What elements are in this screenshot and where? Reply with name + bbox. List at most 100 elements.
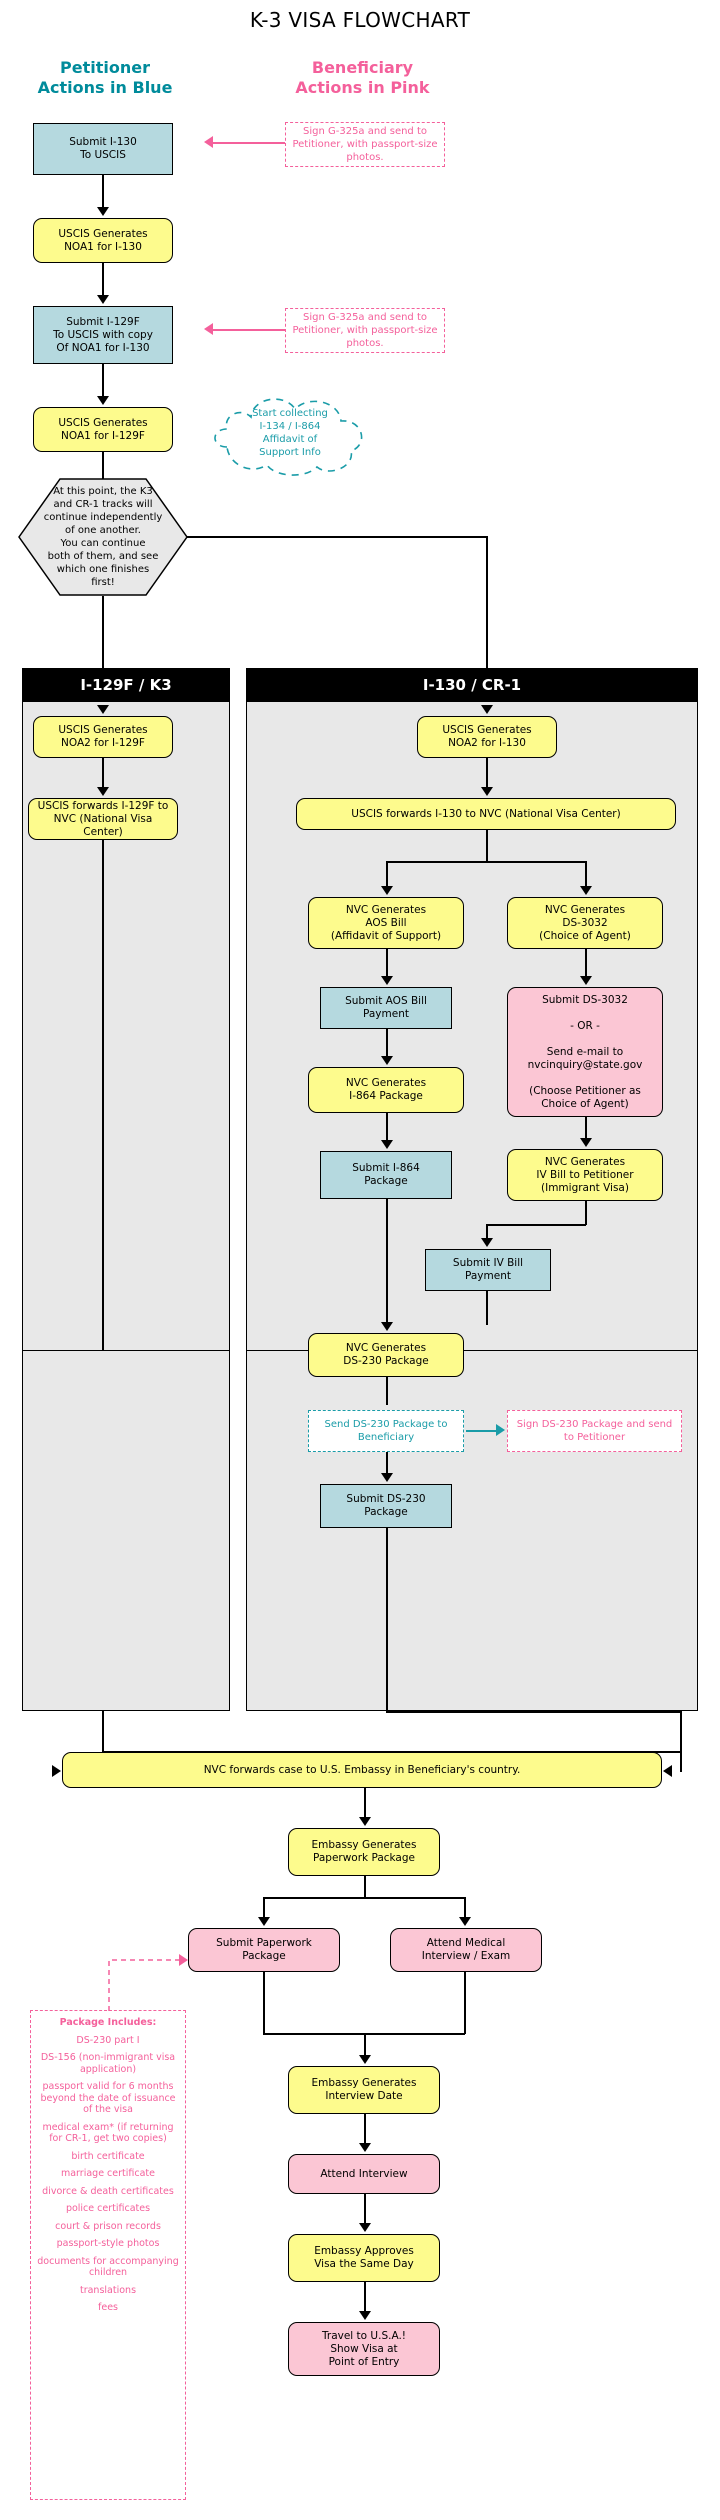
connector bbox=[386, 1528, 388, 1711]
package-item: passport-style photos bbox=[56, 2238, 160, 2249]
node-submit-aos-bill[interactable]: Submit AOS Bill Payment bbox=[320, 987, 452, 1029]
node-submit-i864-package[interactable]: Submit I-864 Package bbox=[320, 1151, 452, 1199]
arrow-down-icon bbox=[381, 1056, 393, 1065]
hexagon-tracks-note: At this point, the K3 and CR-1 tracks wi… bbox=[18, 478, 188, 596]
arrow-down-icon bbox=[381, 1322, 393, 1331]
connector bbox=[187, 536, 487, 538]
arrow-down-icon bbox=[481, 705, 493, 714]
package-item: fees bbox=[98, 2302, 118, 2313]
node-noa2-i129f[interactable]: USCIS Generates NOA2 for I-129F bbox=[33, 716, 173, 758]
arrow-right-icon bbox=[179, 1954, 188, 1966]
node-forward-i130-nvc[interactable]: USCIS forwards I-130 to NVC (National Vi… bbox=[296, 798, 676, 830]
arrow-down-icon bbox=[580, 1138, 592, 1147]
node-noa2-i130[interactable]: USCIS Generates NOA2 for I-130 bbox=[417, 716, 557, 758]
connector bbox=[263, 1897, 465, 1899]
legend-beneficiary: Beneficiary Actions in Pink bbox=[295, 58, 430, 97]
arrow-down-icon bbox=[97, 295, 109, 304]
arrow-down-icon bbox=[97, 207, 109, 216]
package-includes-panel: Package Includes: DS-230 part I DS-156 (n… bbox=[30, 2010, 186, 2500]
arrow-right-icon bbox=[52, 1765, 61, 1777]
connector bbox=[386, 1113, 388, 1143]
hexagon-shape-icon bbox=[18, 478, 188, 596]
arrow-down-icon bbox=[359, 2223, 371, 2232]
node-forward-i129f-nvc[interactable]: USCIS forwards I-129F to NVC (National V… bbox=[28, 798, 178, 840]
node-nvc-aos-bill[interactable]: NVC Generates AOS Bill (Affidavit of Sup… bbox=[308, 897, 464, 949]
node-travel-to-usa[interactable]: Travel to U.S.A.! Show Visa at Point of … bbox=[288, 2322, 440, 2376]
node-submit-ds3032[interactable]: Submit DS-3032 - OR - Send e-mail to nvc… bbox=[507, 987, 663, 1117]
package-item: translations bbox=[79, 2284, 137, 2296]
note-sign-g325a-1: Sign G-325a and send to Petitioner, with… bbox=[285, 122, 445, 167]
node-submit-paperwork-package[interactable]: Submit Paperwork Package bbox=[188, 1928, 340, 1972]
node-nvc-i864-package[interactable]: NVC Generates I-864 Package bbox=[308, 1067, 464, 1113]
connector bbox=[486, 1291, 488, 1325]
connector bbox=[364, 2282, 366, 2314]
connector bbox=[386, 1377, 388, 1405]
package-includes-list: DS-230 part I DS-156 (non-immigrant visa … bbox=[35, 2035, 181, 2314]
node-nvc-ds3032[interactable]: NVC Generates DS-3032 (Choice of Agent) bbox=[507, 897, 663, 949]
arrow-down-icon bbox=[381, 886, 393, 895]
connector bbox=[102, 1711, 104, 1751]
connector bbox=[102, 840, 104, 1351]
package-item: DS-156 (non-immigrant visa application) bbox=[40, 2052, 176, 2075]
arrow-down-icon bbox=[381, 1140, 393, 1149]
package-item: police certificates bbox=[65, 2203, 151, 2214]
cloud-start-collecting: Start collecting I-134 / I-864 Affidavit… bbox=[205, 385, 375, 480]
package-item: medical exam* (if returning for CR-1, ge… bbox=[42, 2121, 174, 2145]
hexagon-label: At this point, the K3 and CR-1 tracks wi… bbox=[43, 486, 163, 588]
package-item: court & prison records bbox=[55, 2220, 161, 2232]
node-embassy-paperwork-package[interactable]: Embassy Generates Paperwork Package bbox=[288, 1828, 440, 1876]
connector bbox=[364, 1876, 366, 1898]
connector bbox=[263, 1972, 265, 2034]
lane-header-i129f-k3: I-129F / K3 bbox=[22, 668, 230, 701]
arrow-down-icon bbox=[381, 976, 393, 985]
connector bbox=[464, 1972, 466, 2034]
node-submit-i130[interactable]: Submit I-130 To USCIS bbox=[33, 123, 173, 175]
node-submit-ds230-package[interactable]: Submit DS-230 Package bbox=[320, 1484, 452, 1528]
node-nvc-iv-bill[interactable]: NVC Generates IV Bill to Petitioner (Imm… bbox=[507, 1149, 663, 1201]
package-item: DS-230 part I bbox=[76, 2034, 140, 2046]
connector bbox=[680, 1711, 682, 1751]
node-noa1-i129f[interactable]: USCIS Generates NOA1 for I-129F bbox=[33, 407, 173, 452]
connector bbox=[102, 452, 104, 480]
connector bbox=[213, 142, 285, 144]
legend-petitioner: Petitioner Actions in Blue bbox=[37, 58, 173, 97]
connector bbox=[364, 2194, 366, 2226]
node-nvc-ds230-package[interactable]: NVC Generates DS-230 Package bbox=[308, 1333, 464, 1377]
arrow-down-icon bbox=[258, 1917, 270, 1926]
connector bbox=[364, 1788, 366, 1820]
package-item: marriage certificate bbox=[60, 2168, 155, 2179]
node-noa1-i130[interactable]: USCIS Generates NOA1 for I-130 bbox=[33, 218, 173, 263]
arrow-down-icon bbox=[381, 1473, 393, 1482]
connector bbox=[486, 758, 488, 790]
arrow-left-icon bbox=[663, 1765, 672, 1777]
page-title: K-3 VISA FLOWCHART bbox=[249, 8, 471, 32]
connector bbox=[464, 1897, 466, 1920]
connector bbox=[102, 364, 104, 399]
connector bbox=[486, 1224, 488, 1240]
node-attend-interview[interactable]: Attend Interview bbox=[288, 2154, 440, 2194]
package-item: birth certificate bbox=[71, 2150, 145, 2162]
cloud-label: Start collecting I-134 / I-864 Affidavit… bbox=[252, 407, 328, 458]
arrow-down-icon bbox=[97, 705, 109, 714]
connector bbox=[213, 329, 285, 331]
connector bbox=[466, 1430, 498, 1432]
node-submit-i129f[interactable]: Submit I-129F To USCIS with copy Of NOA1… bbox=[33, 306, 173, 364]
arrow-down-icon bbox=[359, 1817, 371, 1826]
arrow-down-icon bbox=[481, 787, 493, 796]
note-send-ds230-to-beneficiary: Send DS-230 Package to Beneficiary bbox=[308, 1410, 464, 1452]
lane-header-i130-cr1: I-130 / CR-1 bbox=[246, 668, 698, 701]
arrow-down-icon bbox=[359, 2311, 371, 2320]
connector bbox=[486, 1224, 586, 1226]
package-item: divorce & death certificates bbox=[42, 2185, 174, 2197]
node-embassy-interview-date[interactable]: Embassy Generates Interview Date bbox=[288, 2066, 440, 2114]
arrow-left-icon bbox=[204, 323, 213, 335]
package-includes-header: Package Includes: bbox=[59, 2017, 157, 2028]
arrow-down-icon bbox=[97, 396, 109, 405]
node-attend-medical[interactable]: Attend Medical Interview / Exam bbox=[390, 1928, 542, 1972]
node-embassy-approves-visa[interactable]: Embassy Approves Visa the Same Day bbox=[288, 2234, 440, 2282]
node-submit-iv-bill[interactable]: Submit IV Bill Payment bbox=[425, 1249, 551, 1291]
node-nvc-forwards-embassy[interactable]: NVC forwards case to U.S. Embassy in Ben… bbox=[62, 1752, 662, 1788]
arrow-down-icon bbox=[97, 787, 109, 796]
connector bbox=[386, 1199, 388, 1233]
